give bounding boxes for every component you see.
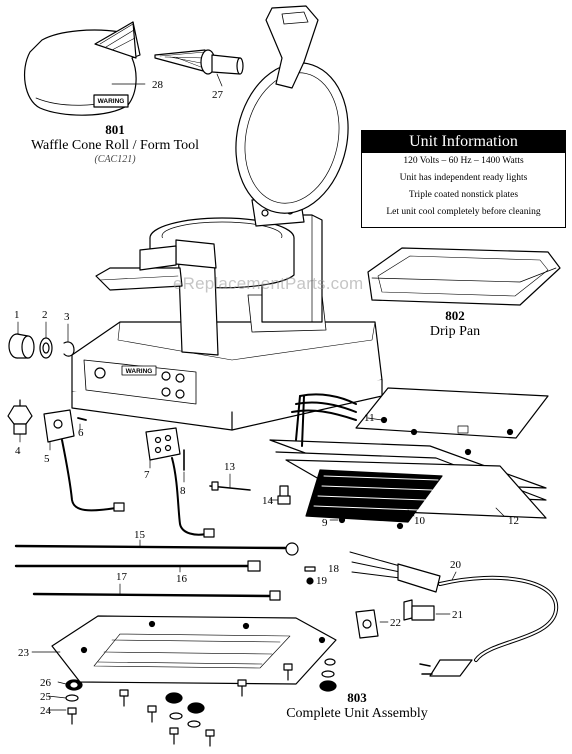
part-label-13: 13 xyxy=(224,461,236,473)
part-label-2: 2 xyxy=(42,309,48,321)
part-label-6: 6 xyxy=(78,427,84,439)
unit-info-line: Unit has independent ready lights xyxy=(399,173,528,183)
part-label-21: 21 xyxy=(452,609,463,621)
wire-connector xyxy=(277,485,291,505)
part-label-4: 4 xyxy=(15,445,21,457)
watermark-text: eReplacementParts.com xyxy=(173,274,364,293)
unit-info-line: Triple coated nonstick plates xyxy=(408,190,519,200)
unit-info-line: Let unit cool completely before cleaning xyxy=(386,207,541,217)
part-label-25: 25 xyxy=(40,691,52,703)
part-label-28: 28 xyxy=(152,79,164,91)
part-label-5: 5 xyxy=(44,453,50,465)
part-label-18: 18 xyxy=(328,563,340,575)
group-801-caption: 801 Waffle Cone Roll / Form Tool (CAC121… xyxy=(10,122,220,165)
feet-and-screws xyxy=(65,658,337,747)
part-label-3: 3 xyxy=(64,311,70,323)
part-label-22: 22 xyxy=(390,617,401,629)
part-label-10: 10 xyxy=(414,515,426,527)
heating-element-assembly xyxy=(269,387,549,530)
logo-waring-tool: WARING xyxy=(98,98,125,105)
power-cord xyxy=(349,551,559,677)
part-label-14: 14 xyxy=(262,495,274,507)
power-switch xyxy=(403,599,435,621)
thermostat xyxy=(7,399,33,435)
part-label-15: 15 xyxy=(134,529,146,541)
group-802-number: 802 xyxy=(445,308,465,323)
part-label-7: 7 xyxy=(144,469,150,481)
terminal-block xyxy=(145,427,215,538)
group-801-number: 801 xyxy=(105,122,125,137)
cord-clip xyxy=(355,609,379,639)
part-label-23: 23 xyxy=(18,647,30,659)
part-label-19: 19 xyxy=(316,575,328,587)
part-label-1: 1 xyxy=(14,309,20,321)
small-fasteners xyxy=(304,566,316,585)
group-803-caption: 803 Complete Unit Assembly xyxy=(262,690,452,722)
waffle-cone-maker-unit xyxy=(71,5,383,431)
unit-information-box: Unit Information 120 Volts – 60 Hz – 140… xyxy=(361,130,566,228)
wire-harnesses xyxy=(14,542,299,601)
part-label-16: 16 xyxy=(176,573,188,585)
group-803-number: 803 xyxy=(347,690,367,705)
bracket-with-wire-left xyxy=(43,409,125,512)
part-label-26: 26 xyxy=(40,677,52,689)
cone-roll-tool xyxy=(154,49,244,75)
unit-info-line: 120 Volts – 60 Hz – 1400 Watts xyxy=(403,156,524,166)
group-802-title: Drip Pan xyxy=(429,324,481,339)
part-label-27: 27 xyxy=(212,89,224,101)
bottom-plate xyxy=(51,615,337,685)
group-801-title: Waffle Cone Roll / Form Tool xyxy=(30,138,200,153)
part-label-17: 17 xyxy=(116,571,128,583)
group-801-subtitle: (CAC121) xyxy=(94,154,136,165)
cone-form-tool-body xyxy=(23,21,141,116)
group-802-caption: 802 Drip Pan xyxy=(400,308,510,340)
logo-waring-unit: WARING xyxy=(126,368,153,375)
part-label-20: 20 xyxy=(450,559,462,571)
part-label-9: 9 xyxy=(322,517,328,529)
knob-assembly xyxy=(8,333,75,359)
group-803-title: Complete Unit Assembly xyxy=(286,706,428,721)
part-label-24: 24 xyxy=(40,705,52,717)
unit-information-heading: Unit Information xyxy=(362,131,565,153)
part-label-8: 8 xyxy=(180,485,186,497)
part-label-12: 12 xyxy=(508,515,519,527)
drip-pan xyxy=(367,247,561,306)
part-label-11: 11 xyxy=(364,412,375,424)
